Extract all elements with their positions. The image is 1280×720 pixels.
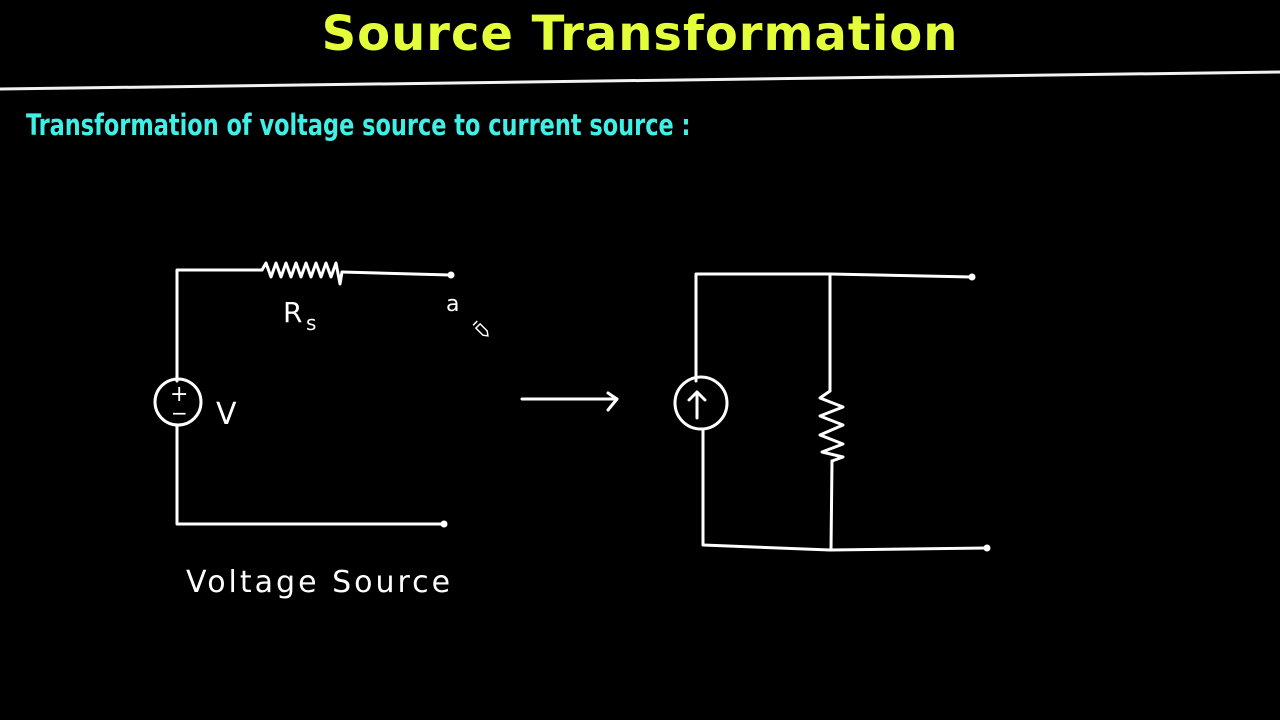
header-divider (0, 70, 1280, 91)
arrow-up-icon (687, 390, 707, 420)
page-title: Source Transformation (321, 6, 959, 62)
shunt-resistor (818, 389, 845, 463)
terminal-top-dot (968, 273, 976, 281)
resistor-subscript: s (306, 311, 316, 335)
resistor-rs (260, 261, 344, 286)
wire-left-bottom (175, 423, 445, 526)
terminal-b-dot (440, 520, 448, 528)
voltage-source-caption: Voltage Source (186, 565, 453, 600)
wire-left-bottom-2 (701, 427, 989, 552)
source-plus-sign: + (170, 382, 188, 407)
wire-left-top (175, 268, 264, 383)
wire-mid-bottom (829, 459, 834, 552)
source-minus-sign: − (171, 401, 188, 425)
source-voltage-label: V (216, 397, 237, 432)
terminal-bottom-dot (983, 544, 991, 552)
section-heading: Transformation of voltage source to curr… (26, 108, 691, 142)
wire-left-top-2 (694, 272, 974, 383)
transform-arrow-icon (520, 391, 619, 412)
voltage-source-circuit (153, 261, 452, 526)
resistor-label: R (283, 296, 302, 329)
current-source-icon (673, 375, 729, 431)
pen-cursor-icon (472, 320, 489, 337)
terminal-a-label: a (446, 292, 459, 317)
wire-top-right (340, 270, 452, 277)
terminal-a-dot (447, 271, 455, 279)
current-source-circuit (673, 272, 989, 552)
